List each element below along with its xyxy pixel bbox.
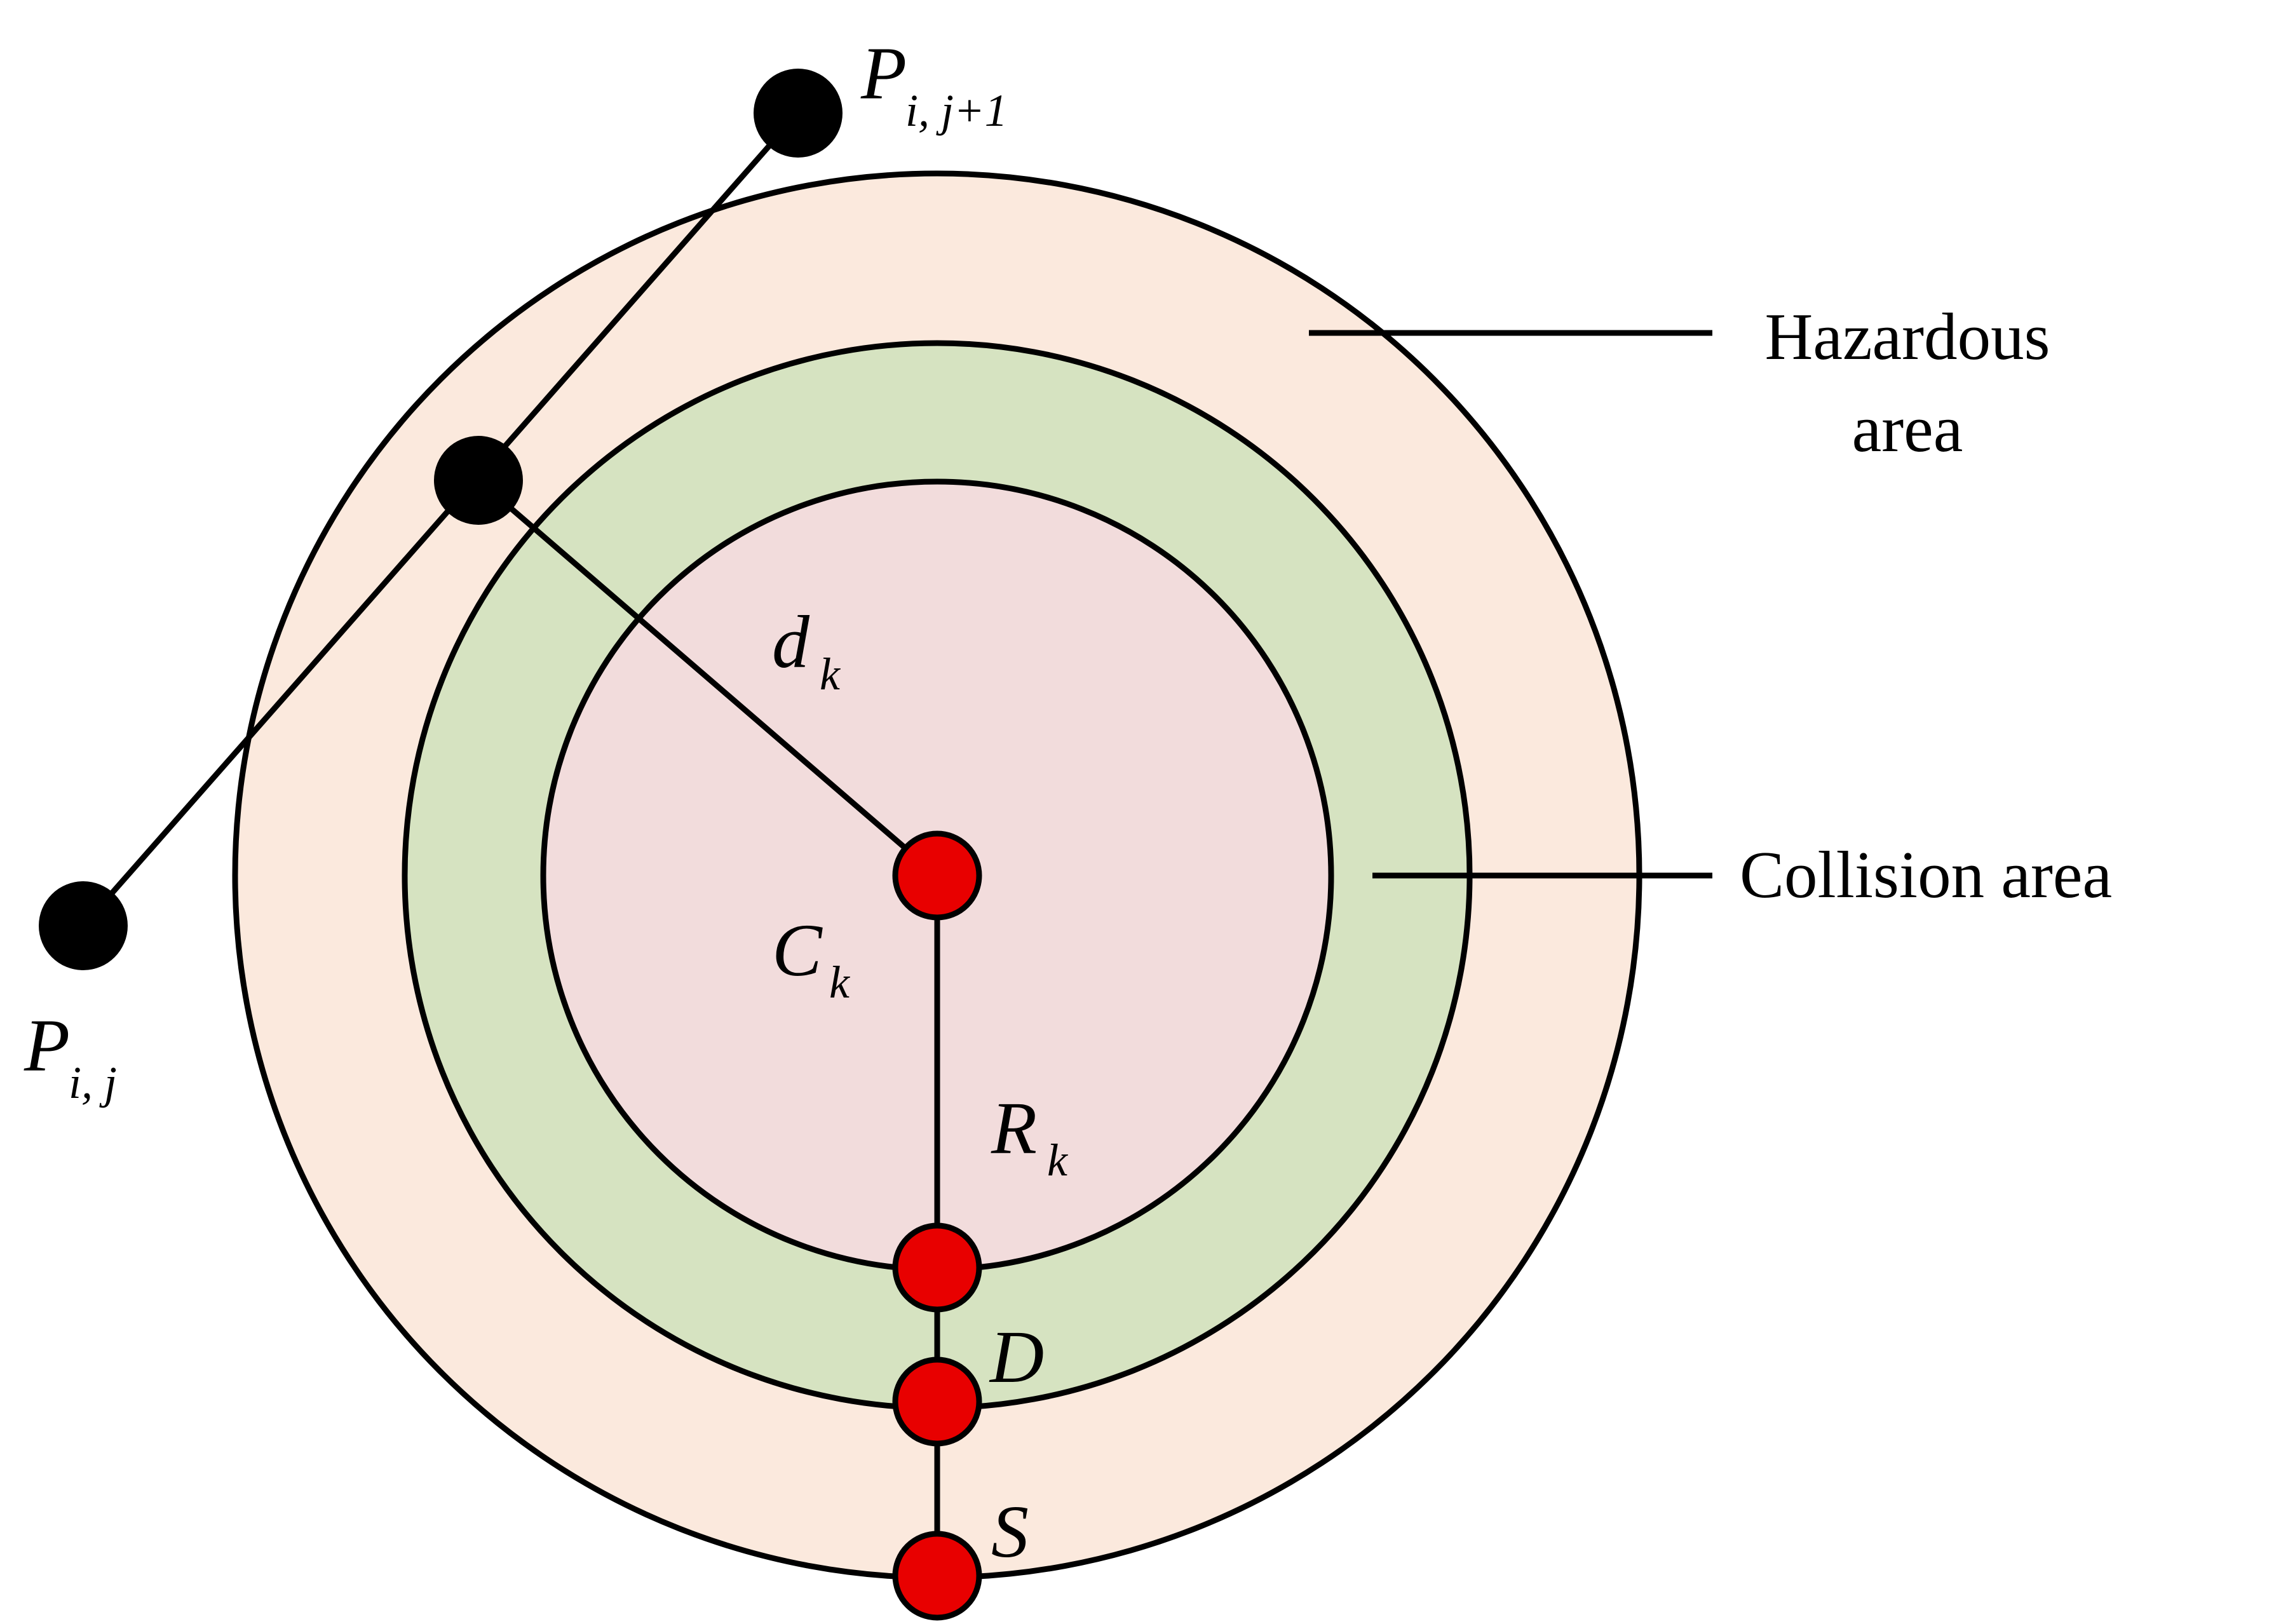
waypoint-p-ij — [39, 881, 128, 970]
rk-subscript: k — [1047, 1135, 1069, 1186]
hazardous-label-line1: Hazardous — [1765, 299, 2050, 374]
ck-subscript: k — [829, 957, 851, 1008]
center-point-ck — [892, 830, 982, 921]
distance-line-dk — [477, 478, 939, 878]
ck-label: C — [772, 909, 823, 992]
d-point-label: D — [989, 1315, 1044, 1398]
p-ij1-subscript: i, j+1 — [905, 85, 1008, 136]
point-d — [892, 1357, 982, 1447]
hazardous-label-line2: area — [1852, 391, 1963, 466]
point-s — [892, 1531, 982, 1621]
radius-point-rk — [892, 1222, 982, 1313]
p-ij1-label: P — [860, 32, 907, 115]
p-ij-subscript: i, j — [69, 1057, 117, 1108]
rk-label: R — [991, 1086, 1037, 1170]
path-segment — [81, 111, 801, 928]
collision-label: Collision area — [1740, 837, 2112, 912]
nearest-point — [434, 436, 523, 525]
dk-subscript: k — [820, 649, 841, 700]
dk-label: d — [772, 600, 810, 684]
p-ij-label: P — [24, 1004, 70, 1087]
waypoint-p-ij1 — [754, 69, 843, 158]
s-point-label: S — [991, 1490, 1029, 1573]
